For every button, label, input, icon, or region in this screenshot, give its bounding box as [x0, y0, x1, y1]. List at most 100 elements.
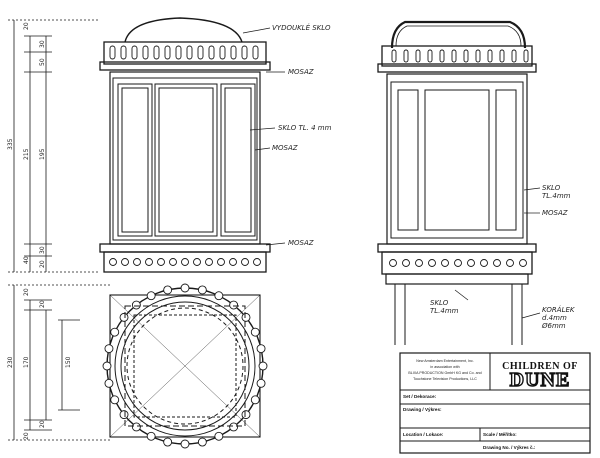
dim-plan-d2: 20 — [39, 300, 46, 308]
plan-bead — [258, 361, 268, 371]
scale-label: Scale / Měřítko: — [483, 432, 517, 437]
plan-bead — [241, 312, 251, 322]
dim-top3: 50 — [39, 58, 46, 66]
dim-plan-total: 230 — [7, 356, 14, 368]
logo-top-text: CHILDREN OF — [502, 361, 578, 372]
crown-slots — [109, 45, 259, 60]
annotations: VYDOUKLÉ SKLO MOSAZ SKLO TL. 4 mm MOSAZ … — [272, 23, 576, 330]
dim-total: 335 — [7, 138, 14, 150]
base-stud — [121, 258, 129, 266]
plan-bead — [110, 395, 120, 405]
dim-plan-right: 150 — [65, 356, 72, 368]
plan-bead — [180, 439, 190, 449]
side-crown-slot — [439, 49, 445, 63]
side-base-stud — [441, 259, 449, 267]
plan-bead — [146, 431, 156, 441]
drawing-label: Drawing / Výkres: — [403, 407, 442, 412]
base-stud — [193, 258, 201, 266]
dim-plan-d1: 20 — [23, 288, 30, 296]
plan-bead — [241, 410, 251, 420]
plan-bead — [163, 437, 173, 447]
plan-bead — [102, 361, 112, 371]
side-base-stud — [480, 259, 488, 267]
crown-slot — [164, 45, 171, 60]
plan-bead — [180, 283, 190, 293]
base-stud — [157, 258, 165, 266]
base-stud — [133, 258, 141, 266]
plan-bead — [119, 312, 129, 322]
dim-body1: 215 — [23, 148, 30, 160]
crown-slot — [219, 45, 226, 60]
side-base-stud — [402, 259, 410, 267]
crown-slot — [230, 45, 237, 60]
front-elevation — [99, 17, 271, 273]
plan-bead — [214, 291, 224, 301]
side-crown-slot — [403, 49, 409, 63]
title-block-text: New Amsterdam Entertainment, Inc. in ass… — [403, 359, 578, 450]
crown-slot — [241, 45, 248, 60]
base-stud — [145, 258, 153, 266]
plan-bead — [250, 327, 260, 337]
side-crown-slot — [511, 49, 517, 63]
plan-bead — [119, 410, 129, 420]
plan-bead — [104, 378, 114, 388]
crown-slot — [175, 45, 182, 60]
label-glass: SKLO TL. 4 mm — [278, 124, 332, 132]
plan-bead — [256, 344, 266, 354]
label-side-brass: MOSAZ — [542, 209, 568, 217]
base-stud — [109, 258, 117, 266]
dim-top1: 20 — [23, 22, 30, 30]
dim-plan-inner: 170 — [23, 356, 30, 368]
side-crown-slot — [487, 49, 493, 63]
side-base-stud — [506, 259, 514, 267]
side-base-stud — [493, 259, 501, 267]
plan-bead — [131, 422, 141, 432]
dim-top2: 30 — [39, 40, 46, 48]
credit-line-3: BLIXA PRODUCTION GmbH KG and Co. and — [408, 371, 481, 375]
side-crown-slot — [475, 49, 481, 63]
crown-slot — [186, 45, 193, 60]
label-brass-1: MOSAZ — [288, 68, 314, 76]
crown-slot — [208, 45, 215, 60]
plan-bead — [131, 300, 141, 310]
label-brass-2: MOSAZ — [272, 144, 298, 152]
side-base-stud — [467, 259, 475, 267]
credit-line-2: in association with — [430, 365, 459, 369]
base-stud — [217, 258, 225, 266]
leader-lines — [242, 27, 541, 319]
plan-bead — [146, 291, 156, 301]
dim-bottom2: 20 — [39, 260, 46, 268]
label-brass-3: MOSAZ — [288, 239, 314, 247]
plan-bead — [197, 437, 207, 447]
base-stud — [205, 258, 213, 266]
plan-bead — [197, 285, 207, 295]
side-base-stud — [519, 259, 527, 267]
credit-line-4: Touchstone Television Productions, LLC — [413, 377, 477, 381]
logo-main-text: DUNE — [510, 369, 571, 391]
dim-bottom1: 30 — [39, 246, 46, 254]
side-base-stud — [454, 259, 462, 267]
plan-bead — [104, 344, 114, 354]
base-stud — [241, 258, 249, 266]
side-crown-slot — [415, 49, 421, 63]
side-crown-slot — [427, 49, 433, 63]
crown-slot — [197, 45, 204, 60]
side-crown-slot — [499, 49, 505, 63]
plan-bead — [229, 300, 239, 310]
dim-bottom3: 40 — [23, 256, 30, 264]
base-stud — [181, 258, 189, 266]
side-base-stud — [415, 259, 423, 267]
crown-slot — [153, 45, 160, 60]
drawing-no-label: Drawing No. / Výkres č.: — [483, 445, 536, 450]
side-crown-slot — [523, 49, 529, 63]
plan-bead — [110, 327, 120, 337]
location-label: Location / Lokace: — [403, 432, 444, 437]
plan-bead — [214, 431, 224, 441]
side-crown-slot — [463, 49, 469, 63]
crown-slot — [252, 45, 259, 60]
side-elevation — [377, 20, 537, 345]
set-label: Set / Dekorace: — [403, 394, 437, 399]
crown-slot — [109, 45, 116, 60]
